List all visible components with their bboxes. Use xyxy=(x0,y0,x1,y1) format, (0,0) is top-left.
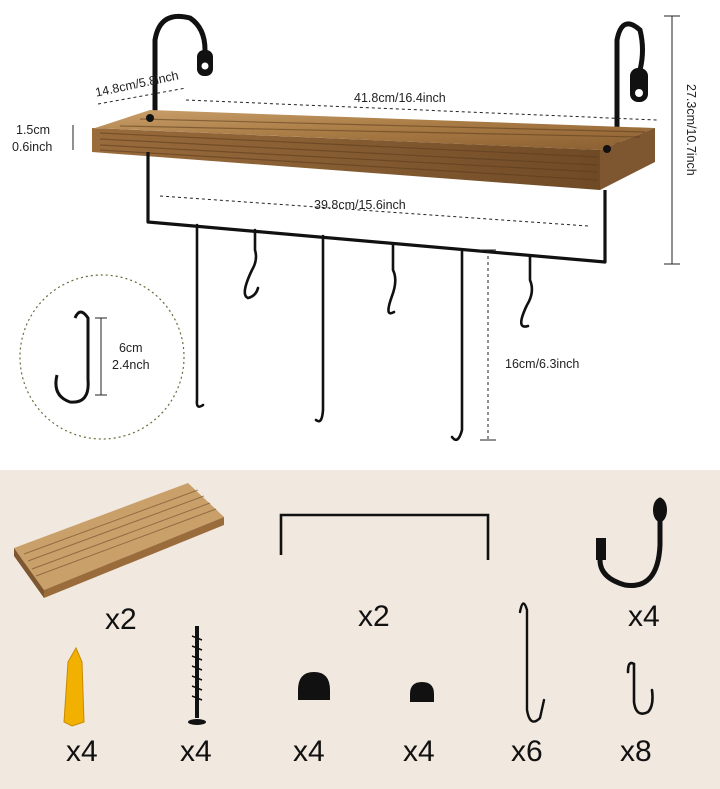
part-long-hook xyxy=(518,602,546,723)
rail-hooks xyxy=(195,223,534,442)
hook-detail-circle xyxy=(19,274,185,440)
right-wall-bracket xyxy=(614,21,648,153)
part-cap-small xyxy=(410,682,434,702)
bracket-quantity: x4 xyxy=(628,600,660,633)
part-screw xyxy=(188,626,206,725)
drop-length-label: 16cm/6.3inch xyxy=(505,357,580,371)
anchor-quantity: x4 xyxy=(66,735,98,768)
total-height-label: 27.3cm/10.7inch xyxy=(684,84,698,176)
hook-size-label: 6cm 2.4nch xyxy=(112,340,150,374)
cap-large-quantity: x4 xyxy=(293,735,325,768)
hook-height-cm: 6cm xyxy=(118,341,143,355)
left-wall-bracket xyxy=(152,13,213,118)
thickness-in-label: 0.6inch xyxy=(12,140,53,154)
part-wall-anchor xyxy=(63,646,85,727)
board-quantity: x2 xyxy=(105,603,137,636)
product-diagram-area xyxy=(0,0,720,470)
thickness-cm-label: 1.5cm xyxy=(16,123,51,137)
hook-height-in: 2.4nch xyxy=(112,358,150,372)
cap-small-quantity: x4 xyxy=(403,735,435,768)
rail-length-label: 39.8cm/15.6inch xyxy=(314,198,406,212)
s-hook-quantity: x8 xyxy=(620,735,652,768)
hanging-rail xyxy=(146,152,607,264)
long-hook-quantity: x6 xyxy=(511,735,543,768)
screw-quantity: x4 xyxy=(180,735,212,768)
dimension-lines xyxy=(72,15,680,441)
part-rail xyxy=(279,513,490,560)
rail-quantity: x2 xyxy=(358,600,390,633)
part-s-hook xyxy=(626,661,654,715)
wooden-shelf-board xyxy=(92,110,655,190)
part-cap-large xyxy=(298,672,330,700)
length-label: 41.8cm/16.4inch xyxy=(354,91,446,105)
part-wall-bracket xyxy=(596,497,667,588)
part-wood-board xyxy=(14,483,224,598)
